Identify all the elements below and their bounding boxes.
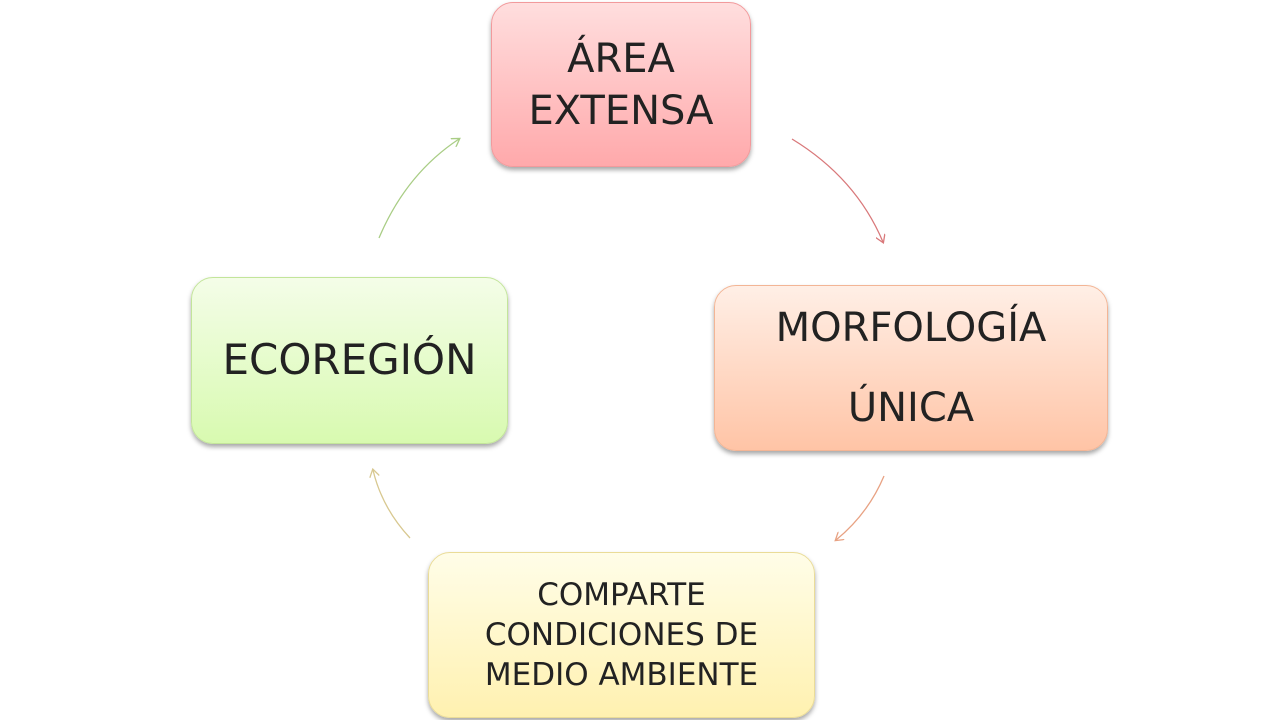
node-comparte-condiciones: COMPARTE CONDICIONES DE MEDIO AMBIENTE — [428, 552, 815, 718]
node-comparte-line-1: COMPARTE — [537, 576, 706, 613]
arrow-ecoregion-to-area — [378, 139, 459, 239]
node-morfologia-line-2: ÚNICA — [847, 385, 975, 431]
node-morfologia-line-1: MORFOLOGÍA — [775, 305, 1047, 351]
node-area-line-2: EXTENSA — [528, 87, 714, 134]
arrow-comparte-to-ecoregion — [373, 470, 411, 539]
node-ecoregion: ECOREGIÓN — [191, 277, 508, 444]
node-morfologia-unica: MORFOLOGÍA ÚNICA — [714, 285, 1108, 451]
node-area-line-1: ÁREA — [567, 35, 675, 82]
node-ecoregion-line-1: ECOREGIÓN — [222, 335, 477, 385]
arrow-morfologia-to-comparte — [836, 475, 885, 540]
arrow-area-to-morfologia — [791, 138, 883, 242]
node-comparte-line-3: MEDIO AMBIENTE — [484, 657, 759, 694]
node-comparte-line-2: CONDICIONES DE — [484, 616, 759, 653]
node-area-extensa: ÁREA EXTENSA — [491, 2, 751, 167]
